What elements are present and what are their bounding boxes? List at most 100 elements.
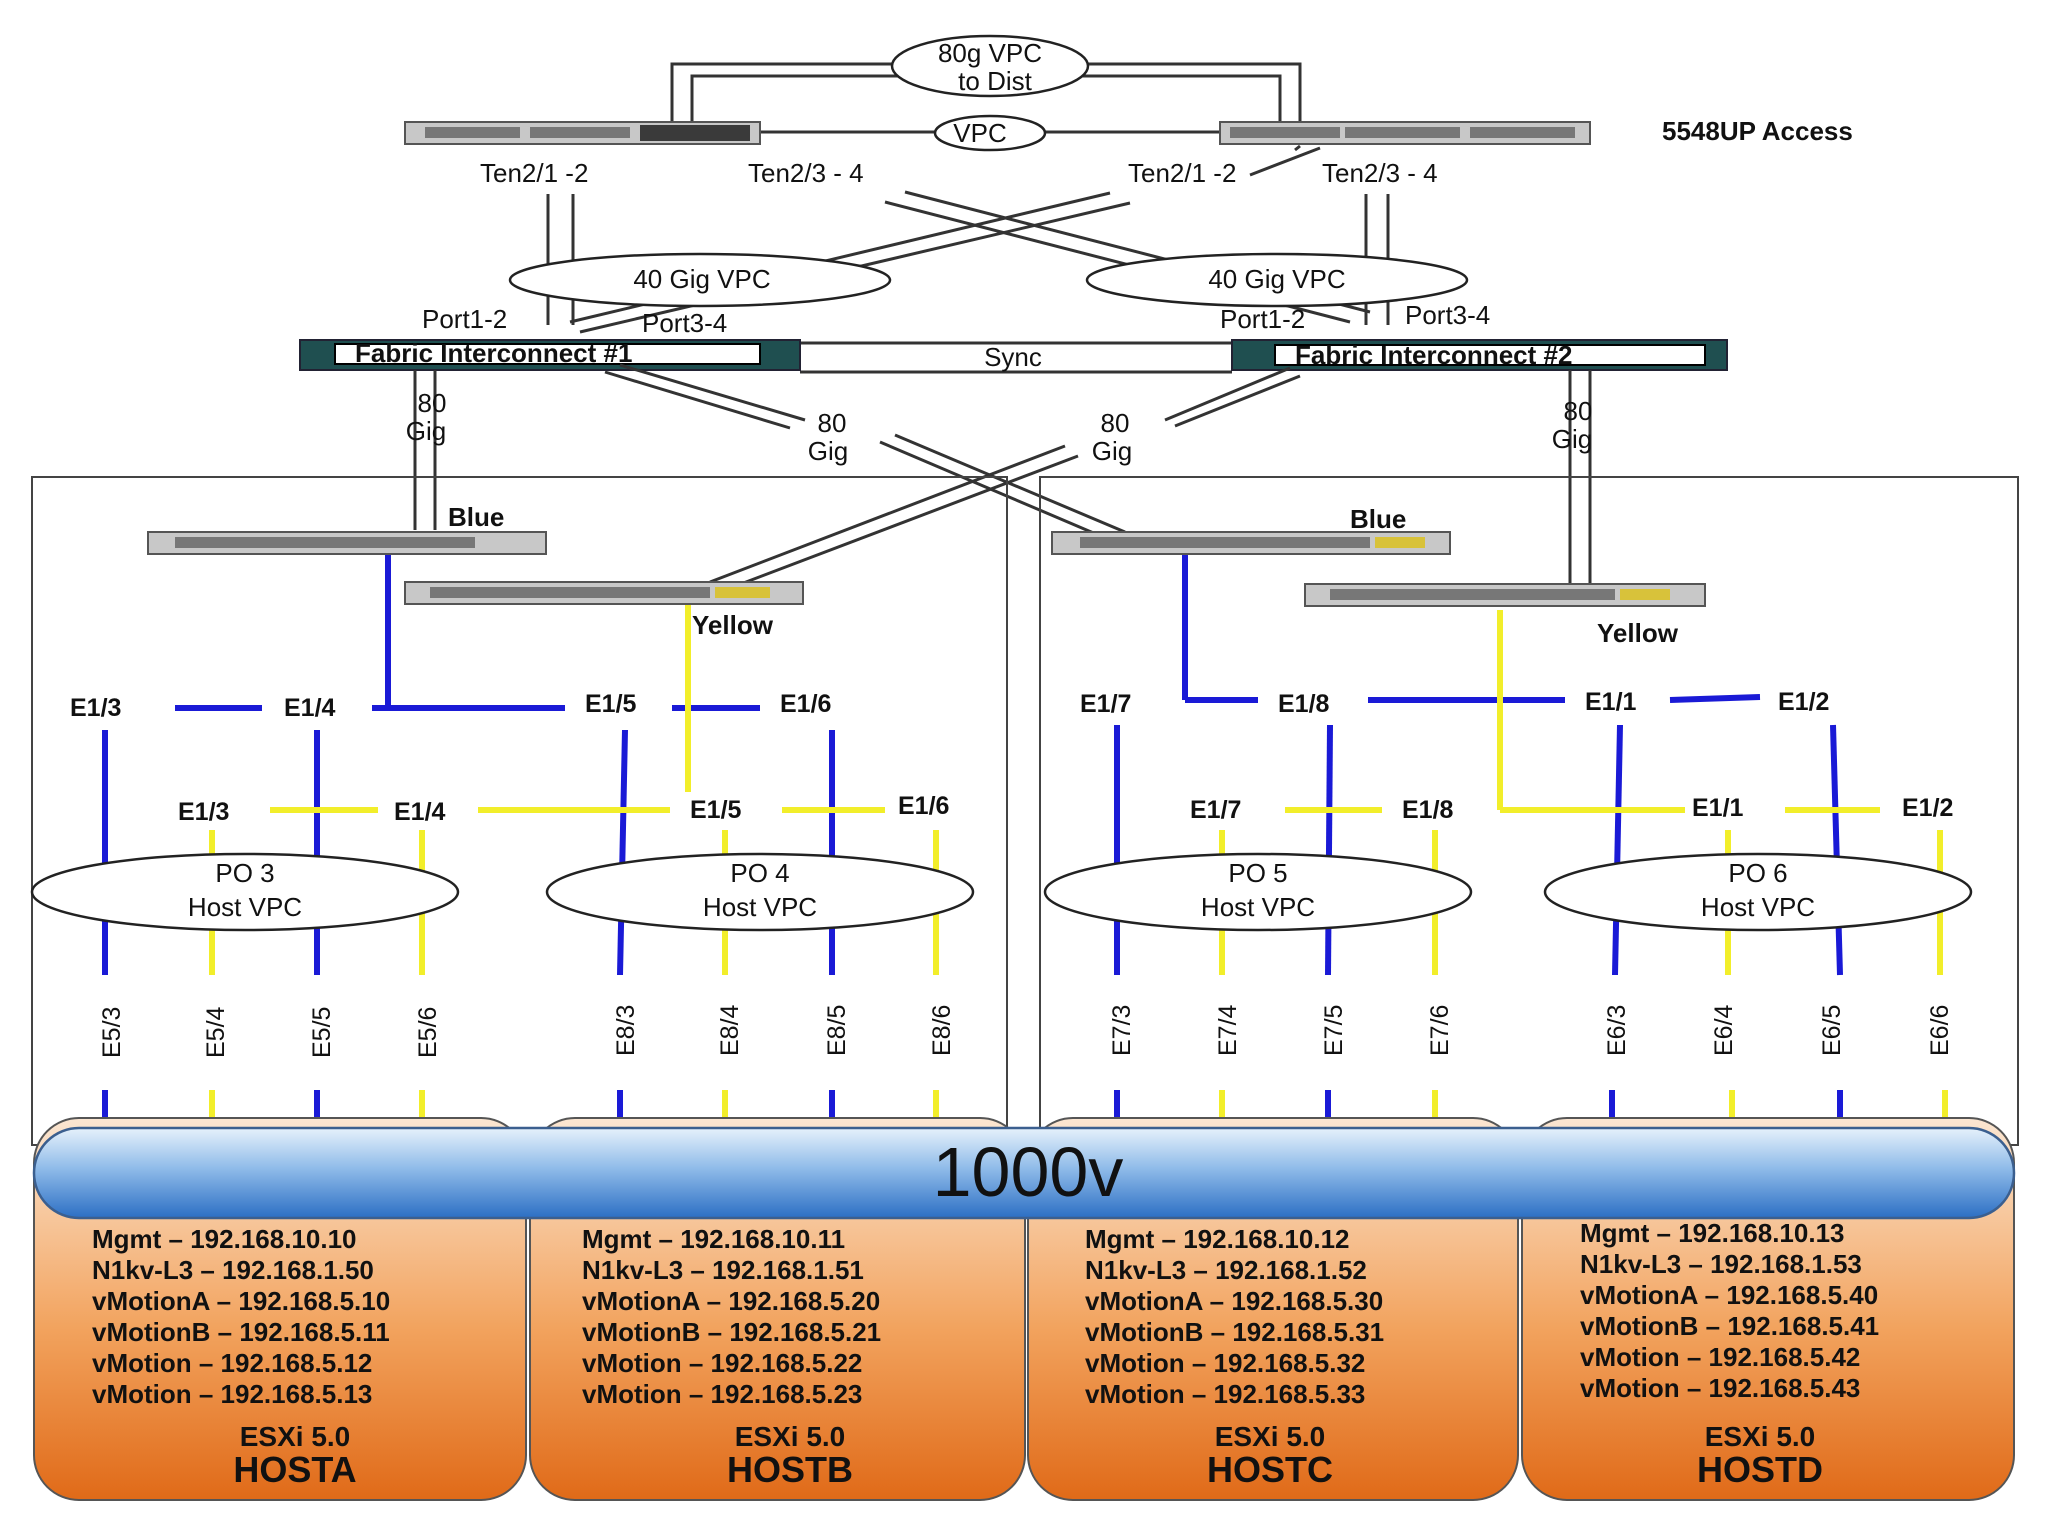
right-yellow-switch xyxy=(1304,583,1706,607)
host-a-name: HOSTA xyxy=(233,1449,356,1490)
left-yellow-port-2: E1/4 xyxy=(394,798,446,826)
po3-name: PO 3 xyxy=(215,858,274,888)
left-blue-port-1: E1/3 xyxy=(70,694,121,722)
vpc-peer-oval xyxy=(933,114,1047,152)
host-d-ip-line: Mgmt – 192.168.10.13 xyxy=(1580,1218,1845,1248)
vport-e5-5: E5/5 xyxy=(308,1007,336,1058)
vport-e6-3: E6/3 xyxy=(1603,1005,1631,1056)
right-blue-switch-label: Blue xyxy=(1350,504,1406,534)
right-blue-switch xyxy=(1051,531,1451,555)
po3-type: Host VPC xyxy=(188,892,302,922)
fi1-down-gig-unit: Gig xyxy=(406,416,446,446)
fi2-label: Fabric Interconnect #2 xyxy=(1295,340,1572,370)
fi2-cross-gig-num: 80 xyxy=(1101,408,1130,438)
right-access-port-a: Ten2/1 -2 xyxy=(1128,158,1236,188)
host-a-ip-line: vMotion – 192.168.5.12 xyxy=(92,1348,372,1378)
po4-name-visible: PO 4 xyxy=(730,858,789,888)
vport-e7-6: E7/6 xyxy=(1426,1005,1454,1056)
fabric-interconnect-2 xyxy=(1231,339,1728,371)
vport-e7-5: E7/5 xyxy=(1320,1005,1348,1056)
host-d-name: HOSTD xyxy=(1697,1449,1823,1490)
vport-e5-4: E5/4 xyxy=(202,1006,230,1058)
host-c-ip-line: vMotionB – 192.168.5.31 xyxy=(1085,1317,1384,1347)
host-d-ip-line: vMotion – 192.168.5.42 xyxy=(1580,1342,1860,1372)
host-c-name: HOSTC xyxy=(1207,1449,1333,1490)
po5-oval xyxy=(1043,852,1473,932)
po4-oval xyxy=(545,852,975,932)
vport-e8-4: E8/4 xyxy=(716,1004,744,1056)
left-access-port-a: Ten2/1 -2 xyxy=(480,158,588,188)
fi2-down-gig-num: 80 xyxy=(1564,396,1593,426)
host-c-ip-line: vMotionA – 192.168.5.30 xyxy=(1085,1286,1383,1316)
host-d-ip-line: vMotion – 192.168.5.43 xyxy=(1580,1373,1860,1403)
po6-type: Host VPC xyxy=(1701,892,1815,922)
vport-e6-4: E6/4 xyxy=(1710,1004,1738,1056)
fi1-cross-gig-unit: Gig xyxy=(808,436,848,466)
host-a-ip-line: Mgmt – 192.168.10.10 xyxy=(92,1224,357,1254)
host-d-ip-line: N1kv-L3 – 192.168.1.53 xyxy=(1580,1249,1862,1279)
vpc-dist-oval xyxy=(890,34,1090,98)
access-switch-left xyxy=(404,121,761,145)
fi2-port-a: Port1-2 xyxy=(1220,304,1305,334)
host-d-ip-line: vMotionB – 192.168.5.41 xyxy=(1580,1311,1879,1341)
host-b-ip-line: vMotionB – 192.168.5.21 xyxy=(582,1317,881,1347)
fi-sync-label: Sync xyxy=(984,342,1042,372)
left-blue-switch-label: Blue xyxy=(448,502,504,532)
host-a-ip-line: N1kv-L3 – 192.168.1.50 xyxy=(92,1255,374,1285)
left-blue-port-3: E1/5 xyxy=(585,690,637,718)
vpc-40g-left-oval xyxy=(508,252,892,308)
right-blue-port-1: E1/7 xyxy=(1080,690,1131,718)
po5-name: PO 5 xyxy=(1228,858,1287,888)
fi2-port-b: Port3-4 xyxy=(1405,300,1490,330)
fi-to-edge-links xyxy=(413,363,1592,592)
right-yellow-switch-label: Yellow xyxy=(1597,618,1679,648)
host-a-ip-line: vMotionB – 192.168.5.11 xyxy=(92,1317,390,1347)
po3-oval xyxy=(30,852,460,932)
vpc-40g-left-label: 40 Gig VPC xyxy=(633,264,770,294)
fi1-cross-gig-num: 80 xyxy=(818,408,847,438)
vport-e6-5: E6/5 xyxy=(1818,1005,1846,1056)
left-pod-blue-links xyxy=(102,555,835,1128)
vpc-dist-label-line1: 80g VPC xyxy=(938,38,1042,68)
right-yellow-port-4: E1/2 xyxy=(1902,794,1953,822)
fabric-interconnect-1 xyxy=(299,339,801,371)
host-a-os: ESXi 5.0 xyxy=(240,1421,351,1452)
host-d-ip-line: vMotionA – 192.168.5.40 xyxy=(1580,1280,1878,1310)
left-pod-vports: E5/3 E5/4 E5/5 E5/6 E8/3 E8/4 E8/5 E8/6 xyxy=(98,1004,956,1058)
host-a-ip-line: vMotion – 192.168.5.13 xyxy=(92,1379,372,1409)
right-pod-vports: E7/3 E7/4 E7/5 E7/6 E6/3 E6/4 E6/5 E6/6 xyxy=(1108,1004,1954,1056)
host-b-ip-line: N1kv-L3 – 192.168.1.51 xyxy=(582,1255,864,1285)
right-yellow-port-2: E1/8 xyxy=(1402,796,1454,824)
vport-e7-3: E7/3 xyxy=(1108,1005,1136,1056)
left-yellow-port-3: E1/5 xyxy=(690,796,742,824)
nexus-1000v-label: 1000v xyxy=(933,1133,1124,1211)
host-b-os: ESXi 5.0 xyxy=(735,1421,846,1452)
right-blue-port-4: E1/2 xyxy=(1778,688,1829,716)
host-b-ip-line: vMotion – 192.168.5.22 xyxy=(582,1348,862,1378)
host-c-os: ESXi 5.0 xyxy=(1215,1421,1326,1452)
vport-e6-6: E6/6 xyxy=(1926,1005,1954,1056)
vport-e7-4: E7/4 xyxy=(1214,1004,1242,1056)
vpc-peer-label: VPC xyxy=(953,118,1006,148)
nexus-1000v-bar xyxy=(32,1126,2016,1220)
fi1-port-b: Port3-4 xyxy=(642,308,727,338)
vpc-40g-right-label: 40 Gig VPC xyxy=(1208,264,1345,294)
fi1-down-gig-num: 80 xyxy=(418,388,447,418)
host-b-ip-line: Mgmt – 192.168.10.11 xyxy=(582,1224,845,1254)
left-yellow-port-1: E1/3 xyxy=(178,798,229,826)
left-yellow-switch-label: Yellow xyxy=(692,610,774,640)
fi2-cross-gig-unit: Gig xyxy=(1092,436,1132,466)
po4-type: Host VPC xyxy=(703,892,817,922)
vport-e8-5: E8/5 xyxy=(823,1005,851,1056)
po6-oval xyxy=(1543,852,1973,932)
host-c-ip-line: Mgmt – 192.168.10.12 xyxy=(1085,1224,1350,1254)
access-switch-label: 5548UP Access xyxy=(1662,116,1853,146)
po6-name: PO 6 xyxy=(1728,858,1787,888)
vport-e8-3: E8/3 xyxy=(612,1005,640,1056)
right-access-port-b: Ten2/3 - 4 xyxy=(1322,158,1438,188)
host-b-name: HOSTB xyxy=(727,1449,853,1490)
left-blue-port-2: E1/4 xyxy=(284,694,336,722)
left-blue-switch xyxy=(147,531,547,555)
